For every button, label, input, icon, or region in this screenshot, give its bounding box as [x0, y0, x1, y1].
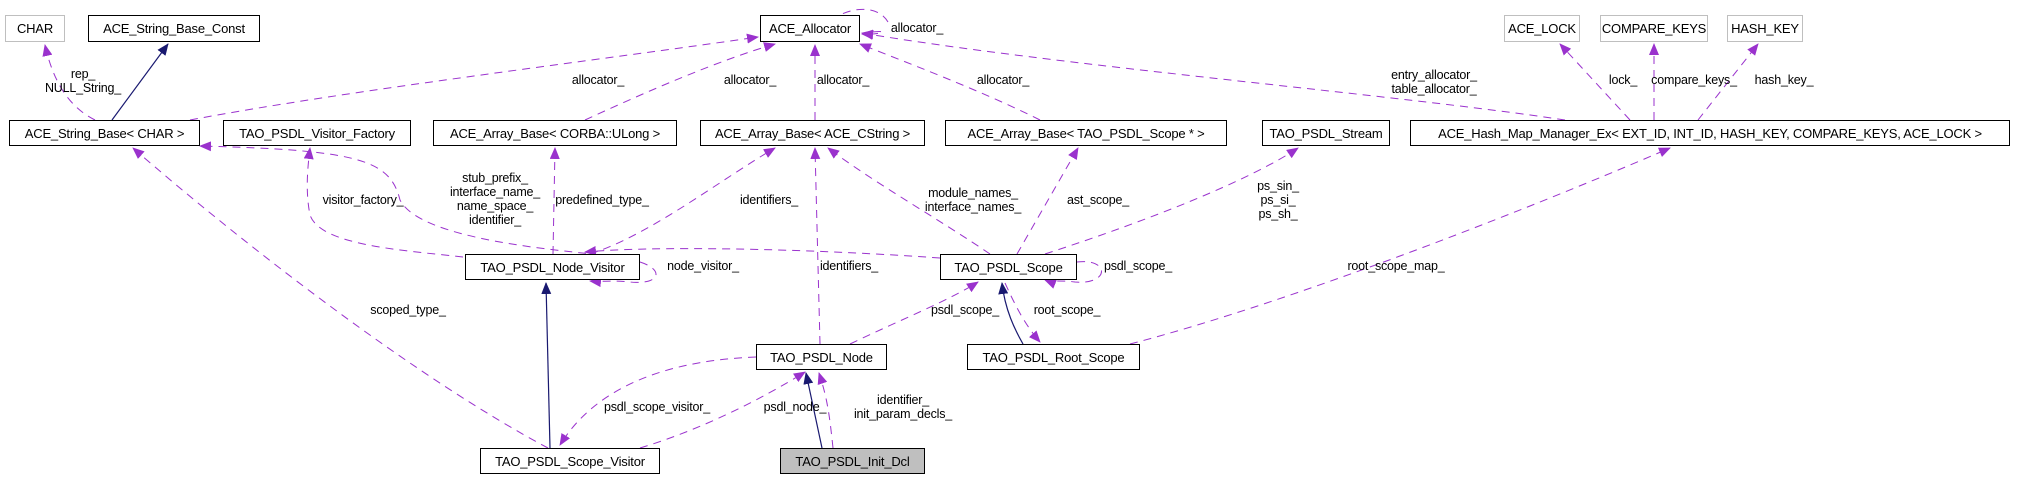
edge-label-predefined-type: predefined_type_	[555, 193, 649, 207]
edge-hash-map-to-hash-key	[1697, 43, 1759, 121]
edge-visitor-factory-to-string-base	[199, 141, 601, 256]
node-tao-psdl-scope[interactable]: TAO_PSDL_Scope	[940, 254, 1077, 280]
edge-node-to-array-cstring	[810, 147, 821, 345]
node-ace-hash-map-manager-ex[interactable]: ACE_Hash_Map_Manager_Ex< EXT_ID, INT_ID,…	[1410, 120, 2010, 146]
edge-label-ast-scope: ast_scope_	[1067, 193, 1129, 207]
edge-label-psdl-scope-visitor: psdl_scope_visitor_	[604, 400, 710, 414]
edge-root-scope-to-hash-map	[1129, 147, 1671, 345]
edge-init-dcl-to-node-members	[817, 372, 834, 449]
edge-node-to-scope-visitor	[559, 356, 757, 446]
edge-scope-to-array-scope	[1016, 147, 1079, 255]
edge-hash-map-to-allocator	[861, 29, 1566, 121]
node-ace-string-base-const[interactable]: ACE_String_Base_Const	[88, 15, 260, 42]
node-tao-psdl-stream[interactable]: TAO_PSDL_Stream	[1262, 120, 1390, 146]
node-label: TAO_PSDL_Node_Visitor	[480, 259, 625, 275]
edge-scope-to-node-visitor	[584, 246, 941, 259]
edge-label-string-members: stub_prefix_ interface_name_ name_space_…	[449, 171, 541, 227]
edge-label-module-interface-names: module_names_ interface_names_	[924, 186, 1022, 214]
node-ace-allocator[interactable]: ACE_Allocator	[760, 15, 860, 42]
edge-node-visitor-to-array-cstring	[589, 147, 776, 255]
node-tao-psdl-node-visitor[interactable]: TAO_PSDL_Node_Visitor	[465, 254, 640, 280]
node-label: TAO_PSDL_Stream	[1269, 125, 1383, 141]
edge-label-allocator-array-ulong: allocator_	[723, 73, 777, 87]
node-char[interactable]: CHAR	[5, 15, 65, 42]
node-label: ACE_Array_Base< ACE_CString >	[714, 125, 911, 141]
edge-allocator-self	[841, 8, 889, 34]
edge-label-identifiers-visitor: identifiers_	[739, 193, 799, 207]
node-label: ACE_Array_Base< CORBA::ULong >	[449, 125, 661, 141]
edge-label-rep-null-string: rep_ NULL_String_	[44, 67, 122, 95]
edge-node-to-scope	[849, 281, 979, 345]
edge-label-root-scope-map: root_scope_map_	[1347, 259, 1445, 273]
node-compare-keys[interactable]: COMPARE_KEYS	[1600, 15, 1708, 42]
edge-node-visitor-to-visitor-factory	[303, 147, 464, 258]
edge-label-identifiers-node: identifiers_	[819, 259, 879, 273]
edge-scope-visitor-to-string-base	[132, 147, 549, 449]
node-label: TAO_PSDL_Scope	[954, 259, 1063, 275]
edge-label-compare-keys: compare_keys_	[1651, 73, 1737, 87]
edge-label-scoped-type: scoped_type_	[370, 303, 446, 317]
edge-label-hash-key: hash_key_	[1754, 73, 1814, 87]
edge-label-node-visitor: node_visitor_	[667, 259, 739, 273]
node-tao-psdl-scope-visitor[interactable]: TAO_PSDL_Scope_Visitor	[480, 448, 660, 474]
edge-label-ps-stream: ps_sin_ ps_si_ ps_sh_	[1257, 179, 1299, 221]
edge-scope-to-array-cstring	[827, 147, 991, 255]
node-ace-string-base-char[interactable]: ACE_String_Base< CHAR >	[9, 120, 200, 146]
edge-scope-to-stream	[1044, 147, 1299, 255]
edge-node-visitor-to-array-ulong	[549, 147, 560, 255]
edge-string-base-to-allocator	[189, 33, 759, 121]
node-tao-psdl-node[interactable]: TAO_PSDL_Node	[756, 344, 887, 370]
edge-scope-visitor-to-node-visitor	[541, 282, 552, 449]
node-label: CHAR	[16, 21, 54, 36]
node-label: TAO_PSDL_Node	[770, 349, 873, 365]
node-label: TAO_PSDL_Root_Scope	[982, 349, 1125, 365]
node-label: TAO_PSDL_Scope_Visitor	[495, 453, 645, 469]
edge-string-base-to-char	[42, 44, 96, 121]
node-label: ACE_LOCK	[1508, 21, 1576, 36]
node-label: TAO_PSDL_Init_Dcl	[795, 453, 910, 469]
edge-array-ulong-to-allocator	[584, 42, 776, 121]
node-hash-key[interactable]: HASH_KEY	[1727, 15, 1803, 42]
node-ace-array-base-ulong[interactable]: ACE_Array_Base< CORBA::ULong >	[433, 120, 677, 146]
node-label: ACE_Hash_Map_Manager_Ex< EXT_ID, INT_ID,…	[1438, 125, 1982, 141]
edge-label-init-members: identifier_ init_param_decls_	[853, 393, 953, 421]
node-label: ACE_Allocator	[769, 21, 851, 36]
node-label: ACE_String_Base_Const	[103, 21, 245, 36]
node-ace-lock[interactable]: ACE_LOCK	[1504, 15, 1580, 42]
node-tao-psdl-init-dcl[interactable]: TAO_PSDL_Init_Dcl	[780, 448, 925, 474]
edge-label-visitor-factory: visitor_factory_	[322, 193, 404, 207]
node-label: HASH_KEY	[1731, 21, 1799, 36]
node-ace-array-base-scope-ptr[interactable]: ACE_Array_Base< TAO_PSDL_Scope * >	[945, 120, 1227, 146]
edge-label-allocator-array-cstring: allocator_	[816, 73, 870, 87]
node-tao-psdl-root-scope[interactable]: TAO_PSDL_Root_Scope	[967, 344, 1140, 370]
edge-scope-self	[1044, 261, 1102, 289]
edge-node-visitor-self	[589, 261, 657, 288]
edge-label-root-scope: root_scope_	[1033, 303, 1101, 317]
node-tao-psdl-visitor-factory[interactable]: TAO_PSDL_Visitor_Factory	[223, 120, 411, 146]
node-label: ACE_Array_Base< TAO_PSDL_Scope * >	[967, 125, 1205, 141]
edge-label-lock: lock_	[1608, 73, 1638, 87]
edge-scope-to-root-scope	[1004, 282, 1041, 343]
edge-init-dcl-to-node	[803, 372, 823, 449]
edge-root-scope-to-scope	[998, 282, 1024, 345]
edge-label-entry-table-allocator: entry_allocator_ table_allocator_	[1391, 68, 1477, 96]
edge-label-psdl-scope-node: psdl_scope_	[931, 303, 999, 317]
edge-label-psdl-scope-self: psdl_scope_	[1104, 259, 1172, 273]
edge-label-psdl-node: psdl_node_	[763, 400, 827, 414]
edge-label-allocator-self: allocator_	[890, 21, 944, 35]
node-label: ACE_String_Base< CHAR >	[24, 125, 185, 141]
node-label: COMPARE_KEYS	[1601, 21, 1707, 36]
edge-label-allocator-array-scope: allocator_	[976, 73, 1030, 87]
node-label: TAO_PSDL_Visitor_Factory	[239, 125, 395, 141]
node-ace-array-base-cstring[interactable]: ACE_Array_Base< ACE_CString >	[700, 120, 925, 146]
edge-hash-map-to-ace-lock	[1559, 43, 1631, 121]
edge-string-base-to-string-base-const	[111, 43, 169, 121]
edge-label-allocator-string-base: allocator_	[571, 73, 625, 87]
